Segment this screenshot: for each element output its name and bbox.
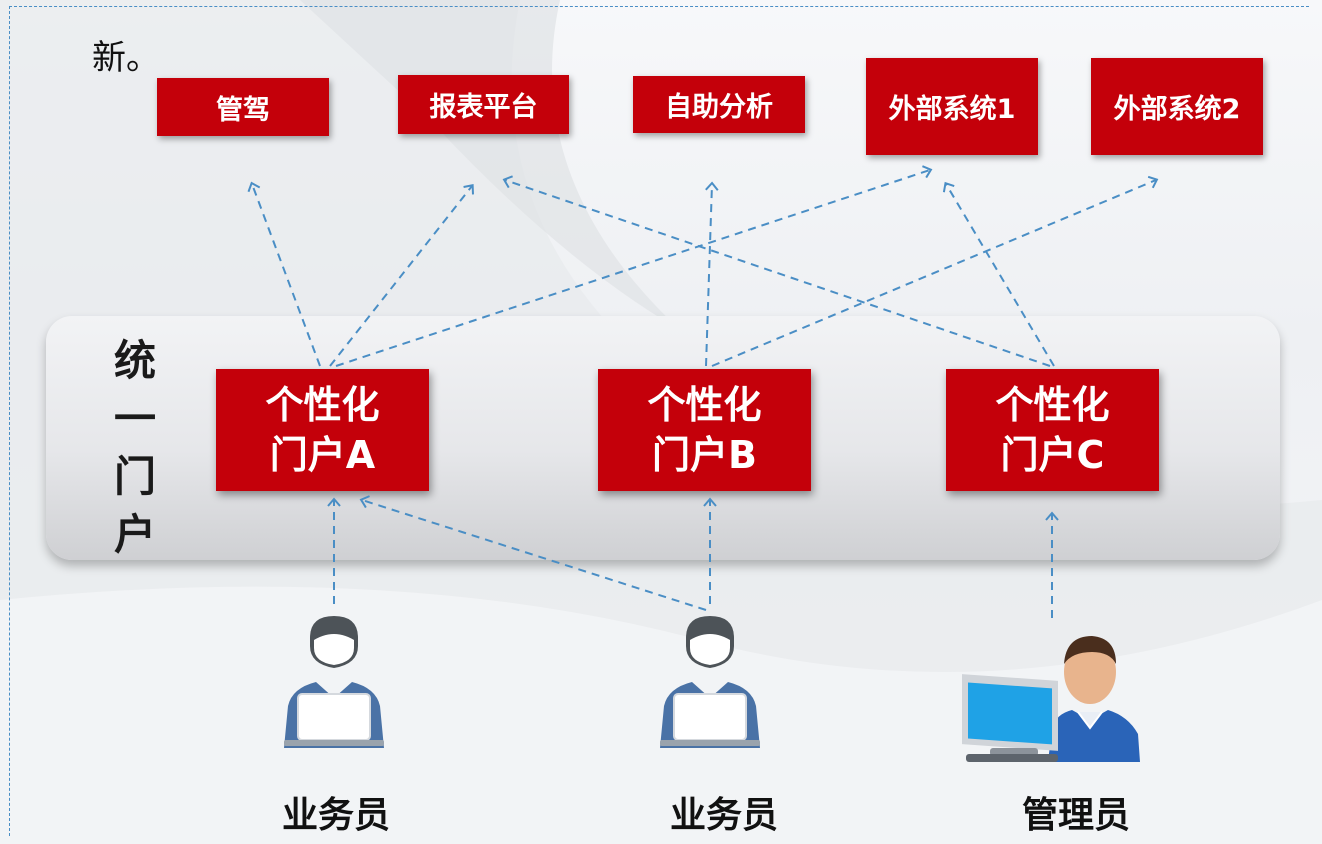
band-label-char: 户 (113, 510, 156, 559)
portal-line1: 个性化 (647, 383, 762, 427)
user-label: 业务员 (669, 795, 778, 836)
portal-line2: 门户B (652, 433, 757, 477)
portal-line1: 个性化 (265, 383, 380, 427)
system-report-platform: 报表平台 (398, 75, 569, 134)
intro-text: 新。 (92, 38, 160, 78)
system-label: 外部系统2 (1113, 94, 1241, 125)
user-label: 管理员 (1021, 795, 1130, 836)
system-label: 外部系统1 (888, 94, 1016, 125)
link-portal-a-to-ext1 (335, 165, 933, 367)
link-user2-to-portal-a (359, 495, 707, 611)
salesperson-laptop-icon (660, 616, 760, 748)
portal-b: 个性化 门户B (598, 369, 811, 491)
link-portal-b-to-ext2 (711, 175, 1159, 367)
administrator-computer-icon (962, 636, 1140, 762)
system-self-service-analysis: 自助分析 (633, 76, 805, 133)
link-portal-c-to-report (502, 175, 1051, 367)
link-portal-a-to-guanjia (247, 181, 321, 367)
system-label: 自助分析 (665, 92, 773, 123)
link-portal-b-to-selfservice (705, 181, 719, 367)
band-label-char: 一 (113, 394, 156, 443)
salesperson-laptop-icon (284, 616, 384, 748)
portal-line2: 门户A (269, 433, 376, 477)
portal-line2: 门户C (1000, 433, 1105, 477)
system-label: 管驾 (216, 94, 270, 126)
system-guanjia: 管驾 (157, 78, 329, 136)
unified-portal-label: 统 一 门 户 (106, 332, 164, 564)
band-label-char: 门 (113, 452, 156, 501)
dashed-frame (9, 6, 1309, 836)
user-label: 业务员 (281, 795, 390, 836)
link-portal-a-to-report (329, 184, 474, 367)
system-label: 报表平台 (429, 92, 538, 123)
portal-c: 个性化 门户C (946, 369, 1159, 491)
system-external-1: 外部系统1 (866, 58, 1038, 155)
portal-a: 个性化 门户A (216, 369, 429, 491)
band-label-char: 统 (113, 336, 156, 385)
system-external-2: 外部系统2 (1091, 58, 1263, 155)
portal-line1: 个性化 (995, 383, 1110, 427)
link-portal-c-to-ext1 (942, 181, 1055, 367)
